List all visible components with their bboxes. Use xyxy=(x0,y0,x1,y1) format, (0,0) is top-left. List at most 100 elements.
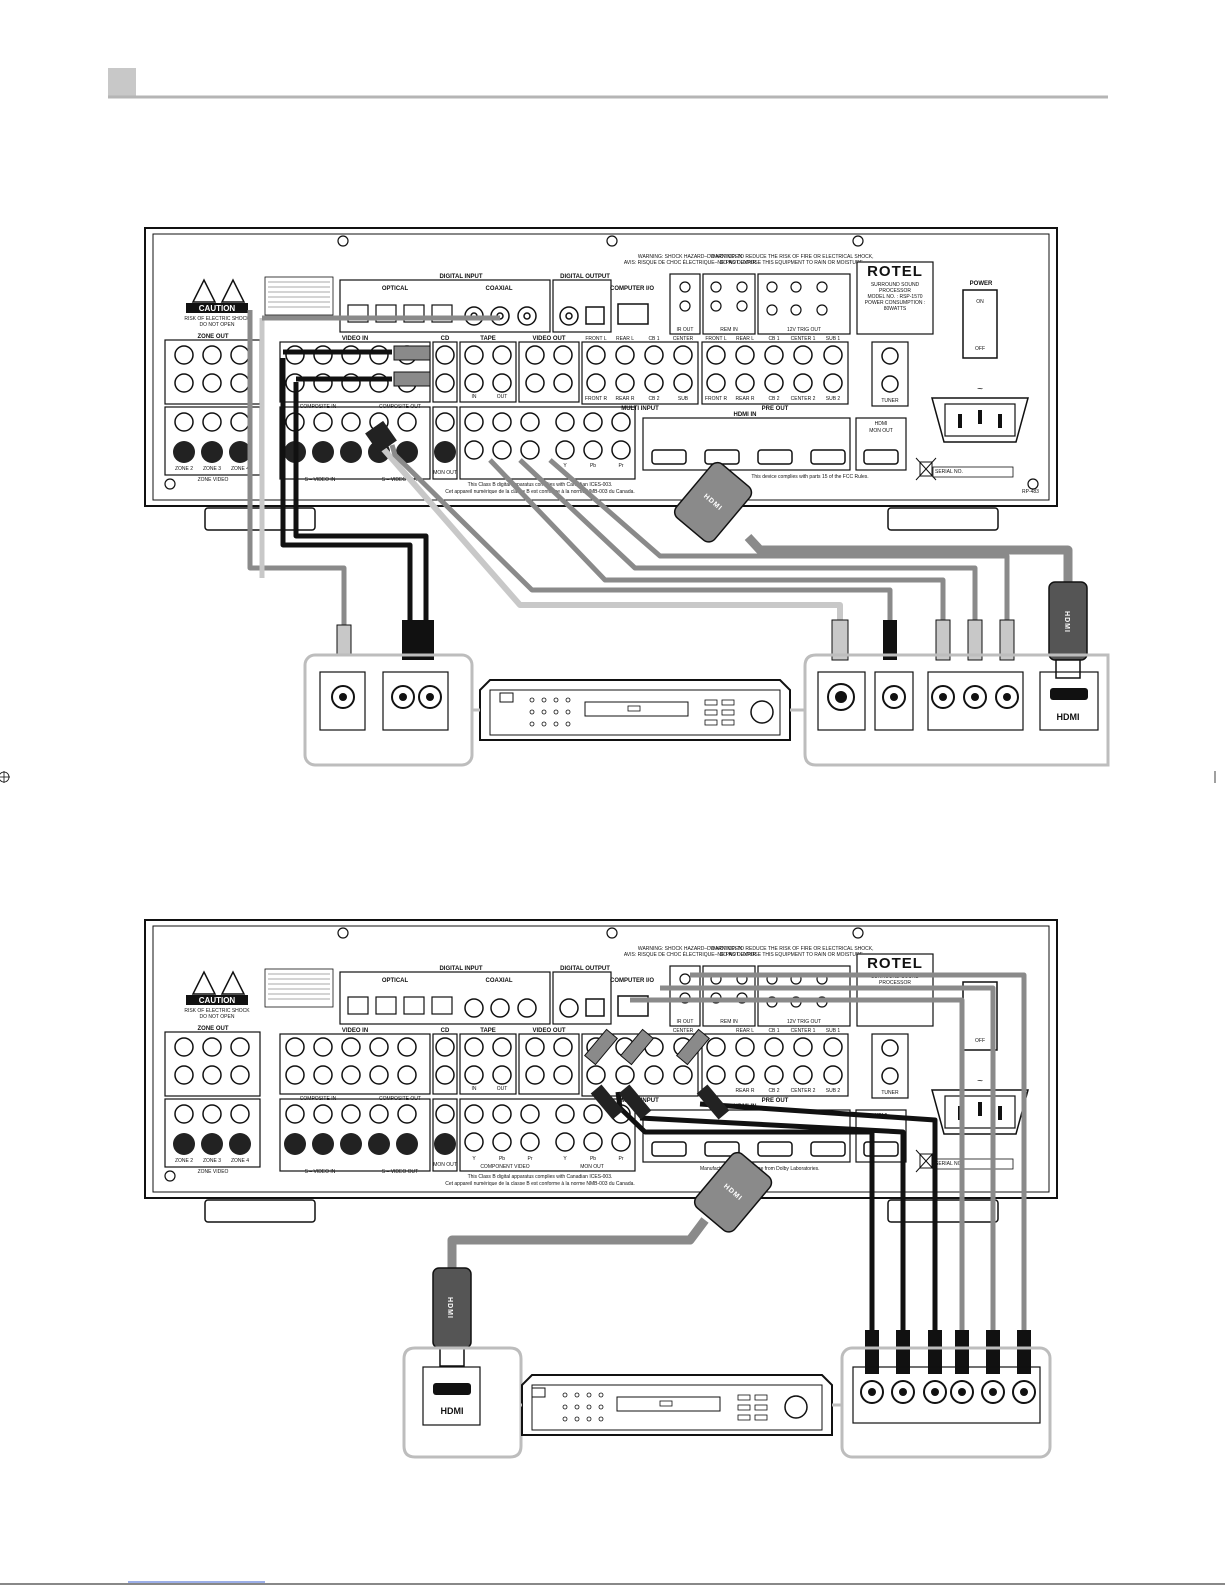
caution-label: CAUTION RISK OF ELECTRIC SHOCK DO NOT OP… xyxy=(184,278,250,328)
caution-sub-1-2: RISK OF ELECTRIC SHOCK xyxy=(184,1008,250,1014)
fcc-note: This device complies with parts 15 of th… xyxy=(751,474,868,480)
zone-video-label-2: ZONE VIDEO xyxy=(198,1169,229,1175)
ir-out-label: IR OUT xyxy=(677,327,694,333)
pre-rear-r-label-2: REAR R xyxy=(736,1088,755,1094)
multi-input-label: MULTI INPUT xyxy=(621,406,659,412)
hdmi-logo-top: HDMI xyxy=(1057,712,1080,722)
power-off-label-2: OFF xyxy=(975,1038,985,1044)
optical-label: OPTICAL xyxy=(382,286,409,292)
zone3-label-2: ZONE 3 xyxy=(203,1158,221,1164)
pre-out-jacks xyxy=(706,345,843,393)
computer-io-label: COMPUTER I/O xyxy=(610,286,654,292)
pre-front-l-label: FRONT L xyxy=(705,336,727,342)
svg-text:~: ~ xyxy=(977,384,983,395)
ices-note-fr-2: Cet appareil numérique de la classe B es… xyxy=(445,1181,635,1187)
s-video-out-label: S – VIDEO OUT xyxy=(382,477,418,483)
composite-jacks xyxy=(284,412,418,463)
pre-center1-label: CENTER 1 xyxy=(791,336,816,342)
display-hdmi-box-bottom xyxy=(402,1346,523,1459)
cb2-label: CB 2 xyxy=(648,396,659,402)
rem-in-label: REM IN xyxy=(720,327,738,333)
cb1-label: CB 1 xyxy=(648,336,659,342)
registration-mark-left xyxy=(0,771,10,783)
hdmi-in-label: HDMI IN xyxy=(734,412,757,418)
warning-1: WARNING: SHOCK HAZARD–DO NOT OPEN xyxy=(638,254,743,260)
multichannel-jacks xyxy=(860,1380,1036,1404)
multichannel-output-box-bottom xyxy=(840,1346,1052,1459)
pre-out-label: PRE OUT xyxy=(762,406,789,412)
pre-sub1-label-2: SUB 1 xyxy=(826,1028,841,1034)
video-out-label-2: VIDEO OUT xyxy=(532,1028,565,1034)
patent-notice xyxy=(264,276,334,316)
mon-out-label-2b: MON OUT xyxy=(580,1164,604,1170)
rear-l-label: REAR L xyxy=(616,336,634,342)
serial-label: SERIAL NO. xyxy=(935,469,963,475)
coaxial-label: COAXIAL xyxy=(486,286,513,292)
product-line-5: 80WATTS xyxy=(884,306,907,312)
rem-in-label-2: REM IN xyxy=(720,1019,738,1025)
trig-out-label-2: 12V TRIG OUT xyxy=(787,1019,821,1025)
ices-note-2: This Class B digital apparatus complies … xyxy=(468,1174,613,1180)
computer-io-port xyxy=(617,303,649,325)
warning-2-2: WARNING: TO REDUCE THE RISK OF FIRE OR E… xyxy=(711,946,874,952)
front-r-label: FRONT R xyxy=(585,396,608,402)
caution-sub-2: DO NOT OPEN xyxy=(200,322,235,328)
coaxial-label-2: COAXIAL xyxy=(486,978,513,984)
dvd-player-top xyxy=(479,679,791,741)
pre-out-label-2: PRE OUT xyxy=(762,1098,789,1104)
digital-input-label-2: DIGITAL INPUT xyxy=(439,966,482,972)
pre-cb1-label: CB 1 xyxy=(768,336,779,342)
source-video-box-top xyxy=(803,653,1110,767)
product-line-1: SURROUND SOUND xyxy=(871,282,920,288)
y-label: Y xyxy=(563,463,567,469)
mon-out-label-2: MON OUT xyxy=(433,1162,457,1168)
hdmi-cable-label-bottom-vertical: HDMI xyxy=(446,1297,453,1319)
front-l-label: FRONT L xyxy=(585,336,607,342)
mon-out-label: MON OUT xyxy=(433,470,457,476)
zone2-label-2: ZONE 2 xyxy=(175,1158,193,1164)
pre-cb2-label: CB 2 xyxy=(768,396,779,402)
digital-output-label-2: DIGITAL OUTPUT xyxy=(560,966,610,972)
product-line-2: PROCESSOR xyxy=(879,288,911,294)
center-label: CENTER xyxy=(673,336,694,342)
power-on-label: ON xyxy=(976,299,984,305)
tape-label-2: TAPE xyxy=(480,1028,496,1034)
pre-cb1-label-2: CB 1 xyxy=(768,1028,779,1034)
processor-rear-panel-bottom: CAUTION RISK OF ELECTRIC SHOCK DO NOT OP… xyxy=(144,919,1058,1223)
pre-center2-label: CENTER 2 xyxy=(791,396,816,402)
brand-plate xyxy=(856,261,934,335)
warning-2b-2: DO NOT EXPOSE THIS EQUIPMENT TO RAIN OR … xyxy=(720,952,865,958)
pre-rear-l-label: REAR L xyxy=(736,336,754,342)
plugs-top: HDMI HDMI xyxy=(336,345,1088,679)
header-tab xyxy=(108,68,136,96)
pre-cb2-label-2: CB 2 xyxy=(768,1088,779,1094)
warning-1b-2: AVIS: RISQUE DE CHOC ÉLECTRIQUE–NE PAS O… xyxy=(624,951,757,958)
hdmi-in-ports xyxy=(651,449,846,465)
cables-bottom xyxy=(447,972,1027,1340)
trig-out-label: 12V TRIG OUT xyxy=(787,327,821,333)
hdmi-mon-out-label: MON OUT xyxy=(869,428,893,434)
composite-out-label-2: COMPOSITE OUT xyxy=(379,1096,421,1102)
hdmi-cable-label-top-vertical: HDMI xyxy=(1063,611,1070,633)
composite-in-label-2: COMPOSITE IN xyxy=(300,1096,337,1102)
pre-rear-l-label-2: REAR L xyxy=(736,1028,754,1034)
brand-logo: ROTEL xyxy=(867,263,923,280)
rear-r-label: REAR R xyxy=(616,396,635,402)
zone-out-label: ZONE OUT xyxy=(198,334,229,340)
pre-sub1-label: SUB 1 xyxy=(826,336,841,342)
zone4-label-2: ZONE 4 xyxy=(231,1158,249,1164)
s-video-in-label-2: S – VIDEO IN xyxy=(305,1169,336,1175)
tuner-label: TUNER xyxy=(881,398,899,404)
part-number: RP-483 xyxy=(1022,489,1039,495)
digital-input-label: DIGITAL INPUT xyxy=(439,274,482,280)
trigger-jacks xyxy=(679,281,828,316)
pb-label-2a: Pb xyxy=(499,1156,505,1162)
svg-text:~: ~ xyxy=(977,1076,983,1087)
caution-sub-1: RISK OF ELECTRIC SHOCK xyxy=(184,316,250,322)
hdmi-mon-label: HDMI xyxy=(875,421,888,427)
power-off-label: OFF xyxy=(975,346,985,352)
cd-label: CD xyxy=(441,336,450,342)
weee-icon xyxy=(915,457,937,481)
ir-out-label-2: IR OUT xyxy=(677,1019,694,1025)
pr-label-2b: Pr xyxy=(619,1156,624,1162)
